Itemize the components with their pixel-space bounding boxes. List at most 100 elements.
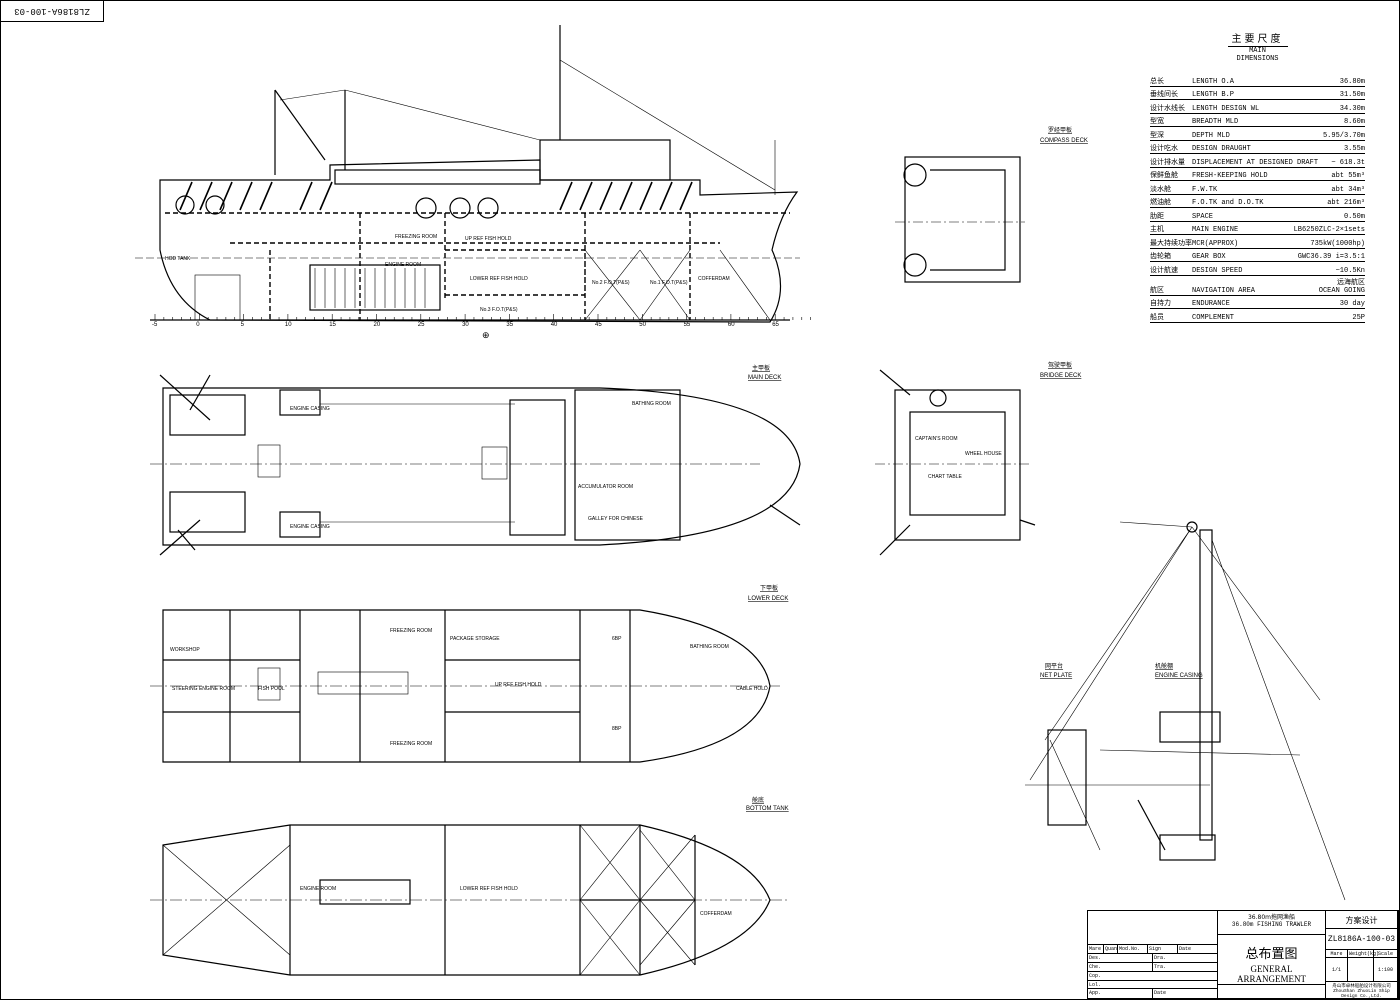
dim-cn: 齿轮箱 <box>1150 252 1171 260</box>
sheet-number: 1/1 <box>1326 958 1348 982</box>
frame-label: 50 <box>639 322 646 328</box>
label-cable-hold: CABLE HOLD <box>736 686 768 692</box>
bottom-tank-outline <box>162 824 771 976</box>
dim-value-wrap: 31.50m <box>1340 91 1365 99</box>
label-fo-tank-1: No.1 F.O.T(P&S) <box>650 280 688 286</box>
dimension-row: 齿轮箱 GEAR BOX GWC36.39 i=3.5:1 <box>1150 249 1365 262</box>
dim-cn: 设计排水量 <box>1150 157 1185 166</box>
dimension-row: 设计吃水 DESIGN DRAUGHT 3.55m <box>1150 141 1365 154</box>
dim-value-wrap: 34.30m <box>1340 105 1365 113</box>
dim-en: MCR(APPROX) <box>1192 239 1239 248</box>
engine-casing-title-cn: 机舱棚 <box>1155 662 1173 670</box>
app-cell: App. <box>1088 989 1153 999</box>
title-cn: 总布置图 <box>1245 947 1298 962</box>
dim-value-wrap: abt 34m³ <box>1331 186 1365 194</box>
label-8bp: 8BP <box>612 726 622 732</box>
midship-symbol: ⊕ <box>482 330 490 340</box>
dim-cn: 型宽 <box>1150 117 1164 125</box>
label-freezing-room-upper: FREEZING ROOM <box>390 628 432 634</box>
bridge-deck-plan: CAPTAIN'S ROOM WHEEL HOUSE CHART TABLE 驾… <box>875 361 1081 556</box>
dim-cn: 主机 <box>1150 225 1164 233</box>
dims-title-cn: 主要尺度 <box>1231 34 1284 45</box>
dim-value-2: OCEAN GOING <box>1318 286 1365 295</box>
bottom-tank-title-en: BOTTOM TANK <box>746 806 789 812</box>
compass-deck-title-cn: 罗经甲板 <box>1048 126 1072 134</box>
engine-bed <box>319 879 411 905</box>
dim-en: F.O.TK and D.O.TK <box>1192 199 1264 207</box>
h-scale: Scale <box>1374 950 1398 958</box>
bridge-deck-title-cn: 驾驶甲板 <box>1048 361 1072 369</box>
drawing-number: ZL8186A-100-03 <box>1326 929 1398 950</box>
col-sign: Sign <box>1148 945 1178 954</box>
dim-en: SPACE <box>1192 212 1214 221</box>
main-deck-title-en: MAIN DECK <box>748 375 781 381</box>
dimension-row: 最大持续功率 MCR(APPROX) 735kW(1000hp) <box>1150 235 1365 249</box>
dim-en: MAIN ENGINE <box>1192 226 1239 234</box>
des-cell: Des. <box>1088 954 1153 963</box>
bottom-tank-title-cn: 舱底 <box>752 796 764 804</box>
dim-value-wrap: abt 216m³ <box>1327 199 1365 207</box>
label-lower-hold: LOWER REF FISH HOLD <box>470 276 528 282</box>
gantry-mast <box>1199 529 1213 841</box>
frame-label: 65 <box>772 322 779 328</box>
label-engine-casing-s: ENGINE CASING <box>290 524 330 530</box>
dimension-row: 设计航速 DESIGN SPEED ~10.5Kn <box>1150 262 1365 276</box>
lower-deck-title-cn: 下甲板 <box>760 584 778 592</box>
dim-value: 25P <box>1352 313 1365 322</box>
dim-en: GEAR BOX <box>1192 253 1226 261</box>
hull-profile <box>159 159 799 323</box>
h-mare: Mare <box>1326 950 1348 958</box>
dimension-row: 主机 MAIN ENGINE LB6250ZLC-2×1sets <box>1150 222 1365 235</box>
dim-value-wrap: 8.60m <box>1344 118 1365 126</box>
dim-en: LENGTH B.P <box>1192 91 1235 99</box>
bottom-tank-plan: ENGINE ROOM LOWER REF FISH HOLD COFFERDA… <box>150 796 790 976</box>
dim-value: 8.60m <box>1343 118 1365 126</box>
che-cell: Che. <box>1088 963 1153 972</box>
dim-en: ENDURANCE <box>1192 300 1230 308</box>
weight-value <box>1348 958 1374 982</box>
title-block: Mare Quan Mod.No. Sign Date Des. Dra. Ch… <box>1087 910 1399 999</box>
dimension-row: 船员 COMPLEMENT 25P <box>1150 309 1365 323</box>
label-captain-room: CAPTAIN'S ROOM <box>915 436 958 442</box>
design-stage: 方案设计 <box>1326 911 1398 929</box>
dim-en: F.W.TK <box>1192 185 1218 194</box>
frame-label: 0 <box>196 322 200 328</box>
frame-label: 60 <box>728 322 735 328</box>
dim-value: 5.95/3.70m <box>1322 131 1365 140</box>
dim-en: LENGTH DESIGN WL <box>1192 104 1260 113</box>
dimension-row: 垂线间长 LENGTH B.P 31.50m <box>1150 87 1365 100</box>
frame-label: 15 <box>329 322 336 328</box>
compass-deck-plan: 罗经甲板 COMPASS DECK <box>895 126 1088 283</box>
frame-label: 35 <box>506 322 513 328</box>
frame-label: 45 <box>595 322 602 328</box>
dim-cn: 设计吃水 <box>1150 144 1178 152</box>
cop-cell: Cop. <box>1088 972 1218 981</box>
dim-value-wrap: GWC36.39 i=3.5:1 <box>1298 253 1365 261</box>
dim-cn: 燃油舱 <box>1150 198 1171 206</box>
mast-elevation: 网平台 NET PLATE 机舱棚 ENGINE CASING <box>1025 521 1346 901</box>
dim-value-wrap: ~ 618.3t <box>1331 159 1365 167</box>
dim-value: 0.50m <box>1343 212 1365 221</box>
frame-label: 20 <box>374 322 381 328</box>
label-chart-table: CHART TABLE <box>928 474 962 480</box>
label-hold-lower-deck: UP REF FISH HOLD <box>495 682 542 688</box>
dim-value: abt 216m³ <box>1327 199 1365 207</box>
dim-cn: 型深 <box>1150 130 1164 139</box>
blank-cell <box>1218 985 1326 999</box>
vessel-cn: 36.80m拖网渔船 <box>1247 914 1296 921</box>
revision-grid <box>1088 911 1218 945</box>
dim-en: LENGTH O.A <box>1192 77 1235 86</box>
dim-en: COMPLEMENT <box>1192 313 1235 322</box>
label-fo-tank-3: No.3 F.O.T(P&S) <box>480 307 518 313</box>
dim-value-wrap: LB6250ZLC-2×1sets <box>1294 226 1365 234</box>
dim-value-wrap: abt 55m³ <box>1331 172 1365 180</box>
dim-cn: 船员 <box>1150 312 1164 321</box>
col-date: Date <box>1178 945 1218 954</box>
profile-view: FREEZING ROOM UP REF FISH HOLD ENGINE RO… <box>135 25 811 340</box>
dimension-row: 设计水线长 LENGTH DESIGN WL 34.30m <box>1150 100 1365 114</box>
dim-cn: 淡水舱 <box>1150 184 1171 193</box>
